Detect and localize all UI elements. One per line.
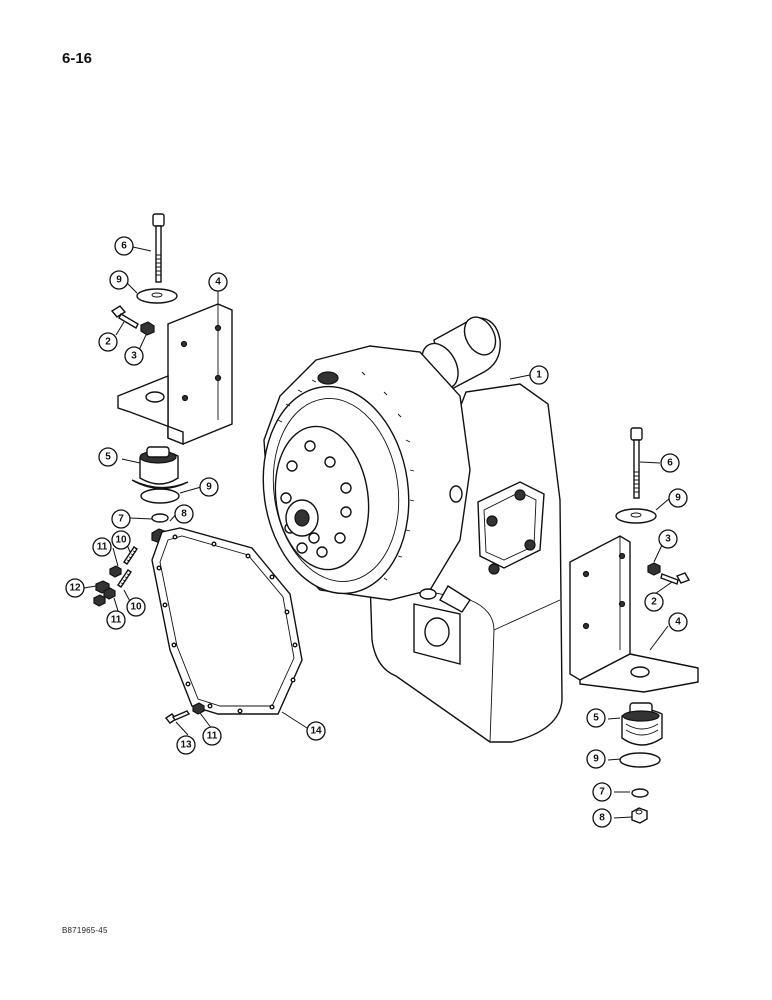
- washer-9-right-lower: [619, 752, 661, 768]
- callout-14: 14: [306, 721, 326, 741]
- gasket-14: [151, 527, 303, 715]
- callout-12: 12: [65, 578, 85, 598]
- svg-text:2: 2: [651, 597, 657, 608]
- bolt-6-left: [152, 213, 165, 283]
- callout-1: 1: [529, 365, 549, 385]
- callout-5-right: 5: [586, 708, 606, 728]
- svg-text:5: 5: [593, 713, 599, 724]
- lockwasher-7-left: [151, 513, 169, 523]
- svg-text:10: 10: [115, 535, 127, 546]
- callout-10-lower: 10: [126, 597, 146, 617]
- callout-7-left: 7: [111, 509, 131, 529]
- svg-text:6: 6: [121, 241, 127, 252]
- svg-text:5: 5: [105, 452, 111, 463]
- callout-13: 13: [176, 735, 196, 755]
- callout-7-right: 7: [592, 782, 612, 802]
- rubber-mount-5-left: [131, 446, 189, 490]
- svg-text:9: 9: [206, 482, 212, 493]
- callout-6-right: 6: [660, 453, 680, 473]
- bracket-4-right: [569, 535, 699, 693]
- rubber-mount-5-right: [621, 702, 663, 746]
- stud-10-upper: [123, 546, 138, 565]
- converter-bolts: [280, 440, 352, 558]
- svg-text:11: 11: [97, 542, 108, 553]
- bolt-13: [164, 710, 191, 724]
- svg-text:3: 3: [665, 534, 671, 545]
- callout-6-left: 6: [114, 236, 134, 256]
- bracket-4-left: [117, 303, 233, 446]
- svg-text:3: 3: [131, 351, 137, 362]
- callout-5-left: 5: [98, 447, 118, 467]
- converter-hub: [285, 499, 319, 537]
- nut-3-right: [647, 562, 661, 576]
- svg-text:9: 9: [116, 275, 122, 286]
- reference-code: B871965-45: [62, 926, 108, 935]
- bolt-2-right: [660, 572, 691, 585]
- converter-housing: [262, 345, 471, 613]
- svg-text:13: 13: [180, 740, 192, 751]
- transmission-housing-1: [262, 316, 563, 743]
- callout-8-right: 8: [592, 808, 612, 828]
- svg-text:6: 6: [667, 458, 673, 469]
- callout-10-upper: 10: [111, 530, 131, 550]
- svg-text:11: 11: [207, 731, 218, 742]
- callout-9-left-lower: 9: [199, 477, 219, 497]
- nut-3-left: [140, 321, 155, 336]
- nut-8-right: [631, 807, 648, 824]
- lockwasher-7-right: [631, 788, 649, 798]
- svg-text:4: 4: [215, 277, 221, 288]
- callout-2-left: 2: [98, 332, 118, 352]
- callout-9-right-upper: 9: [668, 488, 688, 508]
- nut-11-lower: [103, 587, 116, 600]
- svg-text:11: 11: [111, 615, 122, 626]
- callout-11-upper: 11: [92, 537, 112, 557]
- washer-9-left-lower: [140, 488, 180, 504]
- callout-4-left: 4: [208, 272, 228, 292]
- callout-4-right: 4: [668, 612, 688, 632]
- stud-10-lower: [117, 569, 132, 588]
- callout-2-right: 2: [644, 592, 664, 612]
- callout-3-left: 3: [124, 346, 144, 366]
- svg-text:8: 8: [599, 813, 605, 824]
- gasket-bolt-holes: [156, 534, 298, 714]
- svg-text:7: 7: [118, 514, 124, 525]
- nut-11-upper: [109, 565, 122, 578]
- callout-8-left: 8: [174, 504, 194, 524]
- washer-9-left-upper: [136, 288, 178, 304]
- svg-text:9: 9: [593, 754, 599, 765]
- svg-text:2: 2: [105, 337, 111, 348]
- filter-head: [477, 481, 545, 575]
- svg-text:8: 8: [181, 509, 187, 520]
- nut-12-lower: [93, 594, 106, 607]
- svg-text:7: 7: [599, 787, 605, 798]
- callout-11-lower: 11: [106, 610, 126, 630]
- svg-text:12: 12: [69, 583, 81, 594]
- bolt-6-right: [630, 427, 643, 499]
- svg-text:1: 1: [536, 370, 542, 381]
- svg-text:10: 10: [130, 602, 142, 613]
- svg-text:4: 4: [675, 617, 681, 628]
- callout-11-gasket: 11: [202, 726, 222, 746]
- page-number: 6-16: [62, 50, 93, 67]
- callout-9-right-lower: 9: [586, 749, 606, 769]
- callout-3-right: 3: [658, 529, 678, 549]
- svg-text:14: 14: [310, 726, 322, 737]
- callout-9-left-upper: 9: [109, 270, 129, 290]
- washer-9-right-upper: [615, 508, 657, 524]
- svg-text:9: 9: [675, 493, 681, 504]
- nut-11-gasket: [192, 702, 205, 715]
- bolt-2-left: [110, 305, 139, 329]
